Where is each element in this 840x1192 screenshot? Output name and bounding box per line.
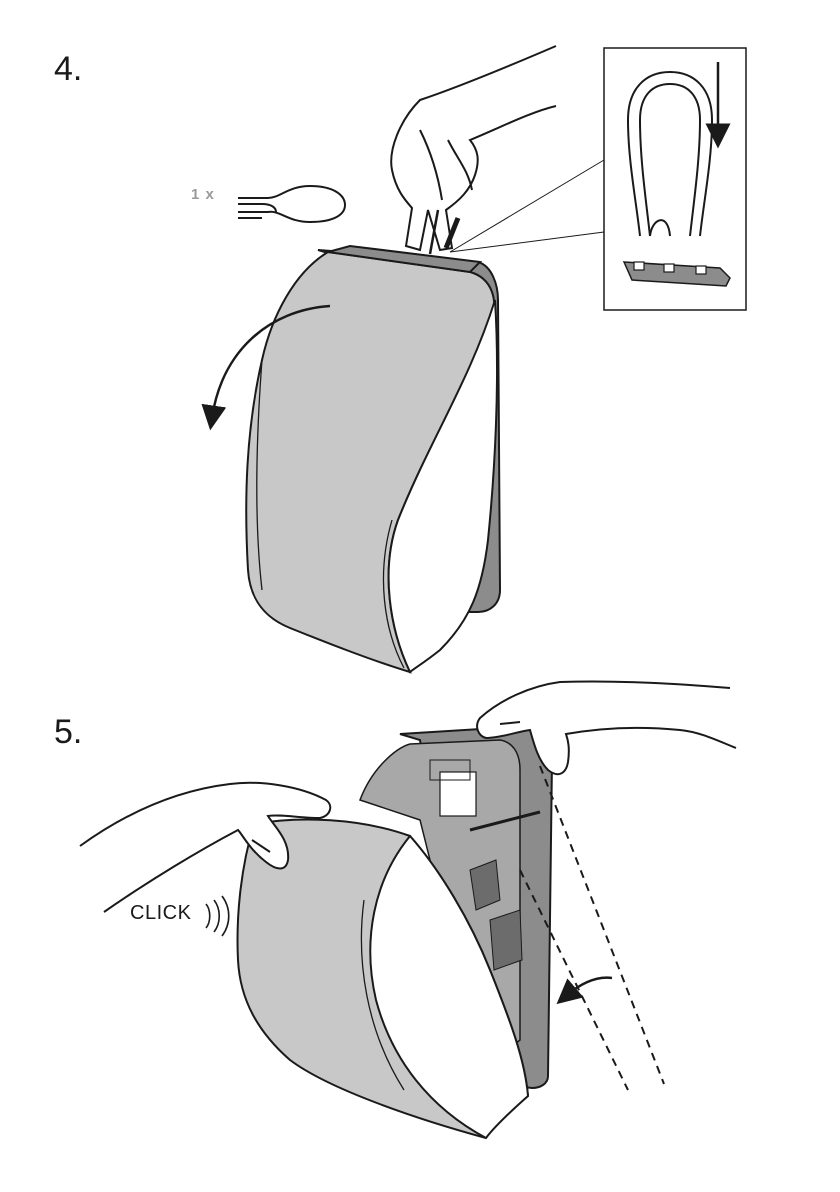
u-shaped-pin-icon [238,186,345,222]
closing-arrow-icon [566,978,612,996]
pin-detail-inset [604,48,746,310]
hand-inserting-pin [391,46,556,254]
sound-waves-icon [206,896,229,936]
dispenser-cover [246,246,497,672]
